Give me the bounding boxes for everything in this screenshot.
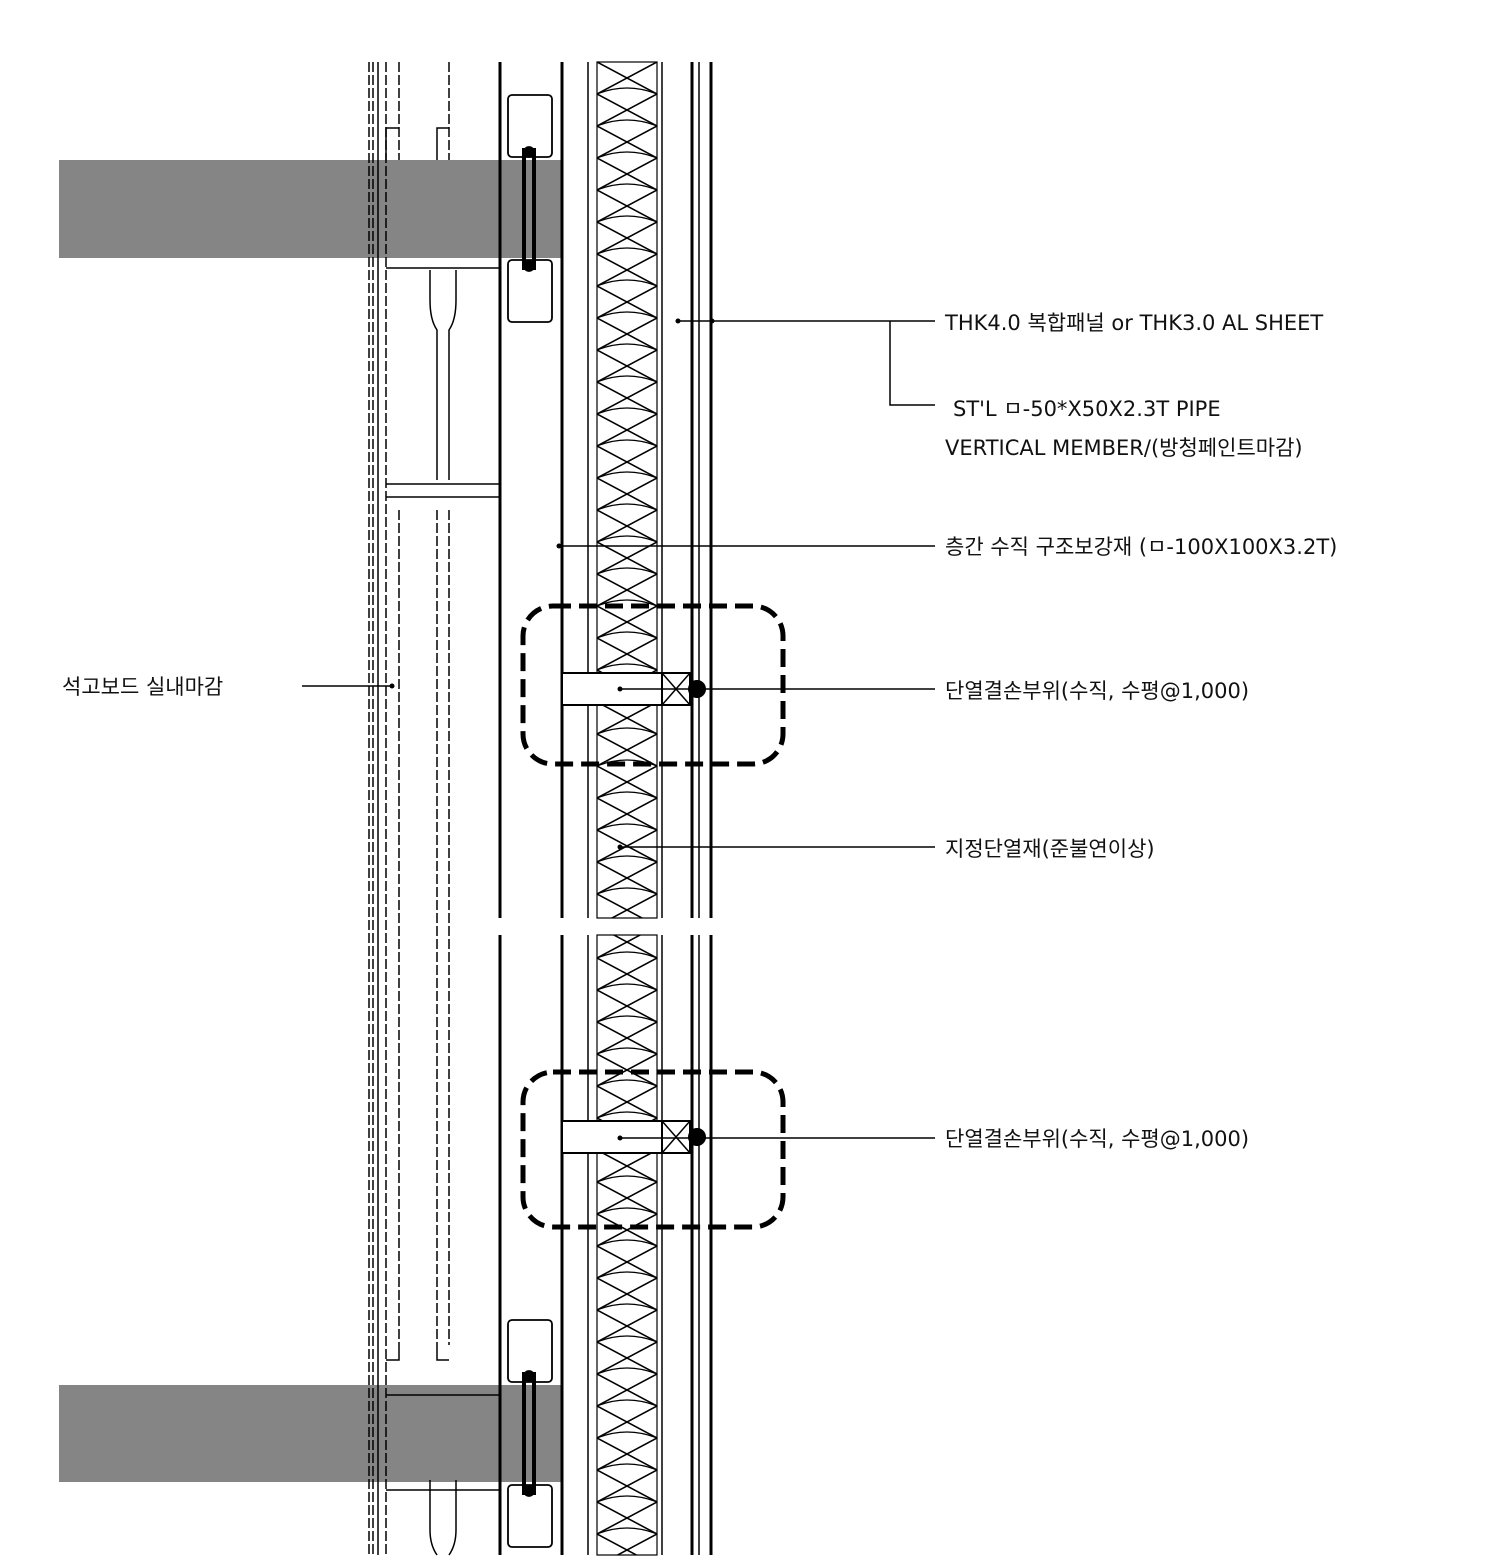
- label-insulation: 지정단열재(준불연이상): [945, 837, 1155, 861]
- leader-dots: [389, 318, 715, 1141]
- gypsum-board-layers: [368, 62, 450, 1555]
- upper-floor-slab: [59, 160, 561, 258]
- slab-bracket-upper: [507, 94, 553, 323]
- label-panel: THK4.0 복합패널 or THK3.0 AL SHEET: [944, 311, 1323, 335]
- leader-lines: [302, 320, 935, 1139]
- label-pipe-line1: ST'L ㅁ-50*X50X2.3T PIPE: [953, 397, 1221, 421]
- insulation-upper: [596, 61, 658, 919]
- slab-bracket-lower: [507, 1319, 553, 1548]
- label-thermal-bridge-lower: 단열결손부위(수직, 수평@1,000): [945, 1127, 1249, 1151]
- label-reinforcement: 층간 수직 구조보강재 (ㅁ-100X100X3.2T): [945, 535, 1337, 559]
- thermal-bridge-highlight-upper: [520, 603, 786, 767]
- insulation-lower: [596, 934, 658, 1556]
- connection-member-lower: [561, 1120, 706, 1154]
- label-gypsum-board: 석고보드 실내마감: [62, 675, 223, 699]
- thermal-bridge-highlight-lower: [520, 1069, 786, 1230]
- label-pipe-line2: VERTICAL MEMBER/(방청페인트마감): [945, 436, 1303, 460]
- steel-stud-column: [386, 267, 500, 1556]
- label-thermal-bridge-upper: 단열결손부위(수직, 수평@1,000): [945, 679, 1249, 703]
- vertical-members: [498, 62, 713, 1555]
- lower-floor-slab: [59, 1385, 561, 1482]
